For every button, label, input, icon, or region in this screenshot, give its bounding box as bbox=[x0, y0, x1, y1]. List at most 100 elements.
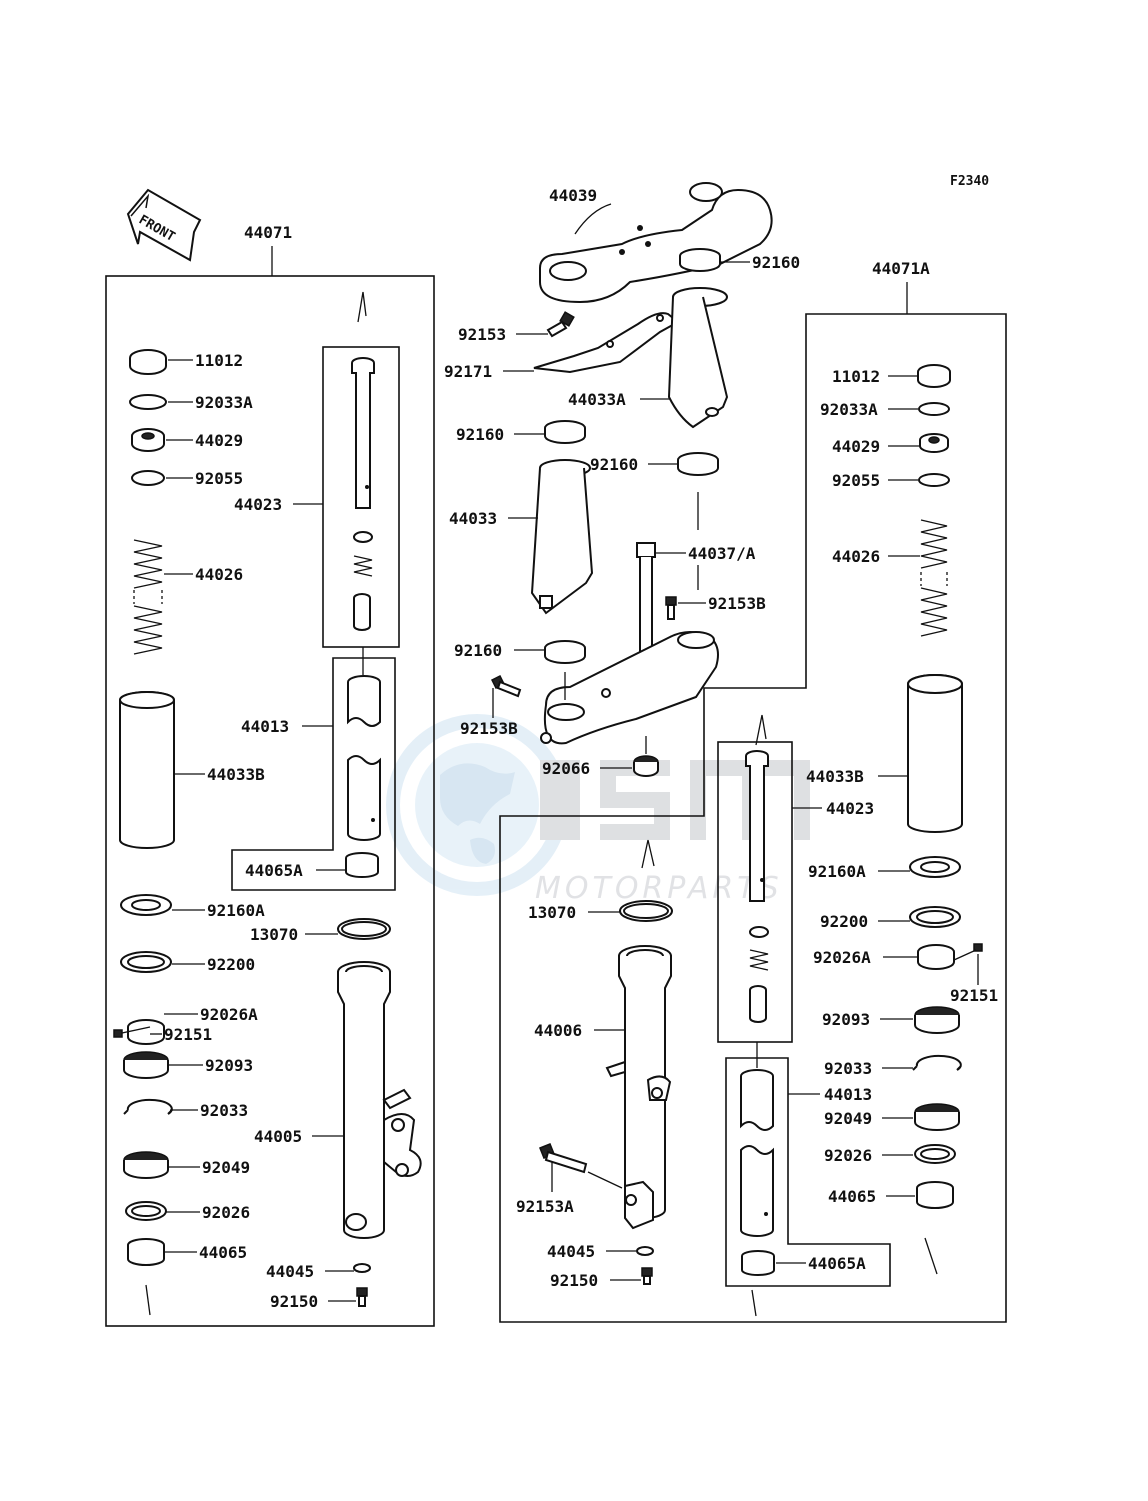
oring-92055 bbox=[131, 470, 165, 486]
label-92049-right: 92049 bbox=[824, 1109, 872, 1128]
ring-13070 bbox=[337, 918, 391, 940]
bolt-92151-right bbox=[953, 943, 983, 961]
cap-11012 bbox=[129, 349, 167, 375]
watermark: MOTORPARTS bbox=[386, 714, 810, 906]
cylinder-44013-frame bbox=[231, 657, 396, 891]
label-92049-left: 92049 bbox=[202, 1158, 250, 1177]
label-92160-left-upper: 92160 bbox=[456, 425, 504, 444]
label-44045-right: 44045 bbox=[547, 1242, 595, 1261]
label-92093-left: 92093 bbox=[205, 1056, 253, 1075]
cap-44029 bbox=[131, 428, 165, 452]
label-44029-left: 44029 bbox=[195, 431, 243, 450]
oring-92055-right bbox=[918, 473, 950, 487]
label-44006: 44006 bbox=[534, 1021, 582, 1040]
assembly-right-label: 44071A bbox=[872, 259, 930, 278]
label-92055-left: 92055 bbox=[195, 469, 243, 488]
label-92153B-right: 92153B bbox=[708, 594, 766, 613]
label-92153: 92153 bbox=[458, 325, 506, 344]
rod-44023 bbox=[351, 357, 375, 631]
cylinder-44013-right bbox=[740, 1069, 774, 1237]
front-arrow-icon: FRONT bbox=[126, 188, 202, 262]
outer-tube-44005 bbox=[337, 961, 422, 1239]
label-44033: 44033 bbox=[449, 509, 497, 528]
assembly-left-label: 44071 bbox=[244, 223, 292, 242]
lower-bracket bbox=[540, 631, 719, 745]
cylinder-44013-right-frame bbox=[725, 1057, 891, 1287]
label-92153B-left: 92153B bbox=[460, 719, 518, 738]
diagram-code: F2340 bbox=[950, 174, 989, 189]
label-92093-right: 92093 bbox=[822, 1010, 870, 1029]
bolt-92153B-left bbox=[490, 674, 522, 698]
label-92153A: 92153A bbox=[516, 1197, 574, 1216]
rod-44023-right bbox=[745, 750, 769, 1023]
ring-92033A bbox=[129, 394, 167, 410]
cover-44033A bbox=[667, 287, 729, 429]
label-44037A: 44037/A bbox=[688, 544, 756, 563]
label-13070-left: 13070 bbox=[250, 925, 298, 944]
label-44039: 44039 bbox=[549, 186, 597, 205]
label-44013-right: 44013 bbox=[824, 1085, 872, 1104]
label-44065-right: 44065 bbox=[828, 1187, 876, 1206]
collar-92026A bbox=[127, 1019, 165, 1045]
washer-92026-right bbox=[914, 1144, 956, 1164]
bracket-92171 bbox=[533, 312, 680, 374]
label-44033B-right: 44033B bbox=[806, 767, 864, 786]
spring-44026-right bbox=[920, 519, 948, 637]
tube-44033B-right bbox=[907, 674, 963, 833]
assembly-right-frame bbox=[499, 313, 1007, 1323]
cartridge-44023-right-frame bbox=[717, 741, 793, 1043]
ring-92033A-right bbox=[918, 402, 950, 416]
seal-92049-right bbox=[914, 1103, 960, 1131]
bearing-92160-bottom bbox=[544, 640, 586, 664]
seal-92049 bbox=[123, 1151, 169, 1179]
cylinder-44013 bbox=[347, 675, 381, 841]
label-92160-bottom: 92160 bbox=[454, 641, 502, 660]
bearing-92160-right bbox=[677, 452, 719, 476]
label-44005-left: 44005 bbox=[254, 1127, 302, 1146]
label-92160-right-upper: 92160 bbox=[590, 455, 638, 474]
label-44023-left: 44023 bbox=[234, 495, 282, 514]
label-92160A-right: 92160A bbox=[808, 862, 866, 881]
label-44065A-left: 44065A bbox=[245, 861, 303, 880]
label-92150-left: 92150 bbox=[270, 1292, 318, 1311]
bolt-92150 bbox=[356, 1287, 368, 1307]
label-92160-top: 92160 bbox=[752, 253, 800, 272]
label-44065-left: 44065 bbox=[199, 1243, 247, 1262]
label-44029-right: 44029 bbox=[832, 437, 880, 456]
washer-44045-right bbox=[636, 1246, 654, 1256]
label-92066: 92066 bbox=[542, 759, 590, 778]
label-92026A-right: 92026A bbox=[813, 948, 871, 967]
label-44033A: 44033A bbox=[568, 390, 626, 409]
washer-92026 bbox=[125, 1201, 167, 1221]
seal-92093-right bbox=[914, 1006, 960, 1034]
label-92151-left: 92151 bbox=[164, 1025, 212, 1044]
label-13070-right: 13070 bbox=[528, 903, 576, 922]
assembly-left-frame bbox=[105, 275, 435, 1327]
collar-92026A-right bbox=[917, 944, 955, 970]
bushing-44065-right bbox=[916, 1181, 954, 1209]
seat-92160A bbox=[120, 894, 172, 916]
bracket-44039 bbox=[539, 182, 773, 304]
label-44065A-right: 44065A bbox=[808, 1254, 866, 1273]
bolt-92151 bbox=[113, 1026, 151, 1038]
washer-44045 bbox=[353, 1263, 371, 1273]
bushing-44065 bbox=[127, 1238, 165, 1266]
outer-tube-44006 bbox=[605, 945, 672, 1230]
label-44023-right: 44023 bbox=[826, 799, 874, 818]
cap-44029-right bbox=[919, 433, 949, 453]
bushing-44065A bbox=[345, 852, 379, 878]
circlip-92033 bbox=[123, 1098, 173, 1115]
ring-13070-right bbox=[619, 900, 673, 922]
label-92033-right: 92033 bbox=[824, 1059, 872, 1078]
label-92171: 92171 bbox=[444, 362, 492, 381]
seat-92160A-right bbox=[909, 856, 961, 878]
cover-44033 bbox=[530, 459, 594, 615]
bolt-92153B-right bbox=[665, 596, 677, 620]
cartridge-44023-frame bbox=[322, 346, 400, 648]
label-44026-left: 44026 bbox=[195, 565, 243, 584]
label-92150-right: 92150 bbox=[550, 1271, 598, 1290]
label-92055-right: 92055 bbox=[832, 471, 880, 490]
label-92033A-right: 92033A bbox=[820, 400, 878, 419]
bearing-92160-top bbox=[679, 248, 721, 272]
